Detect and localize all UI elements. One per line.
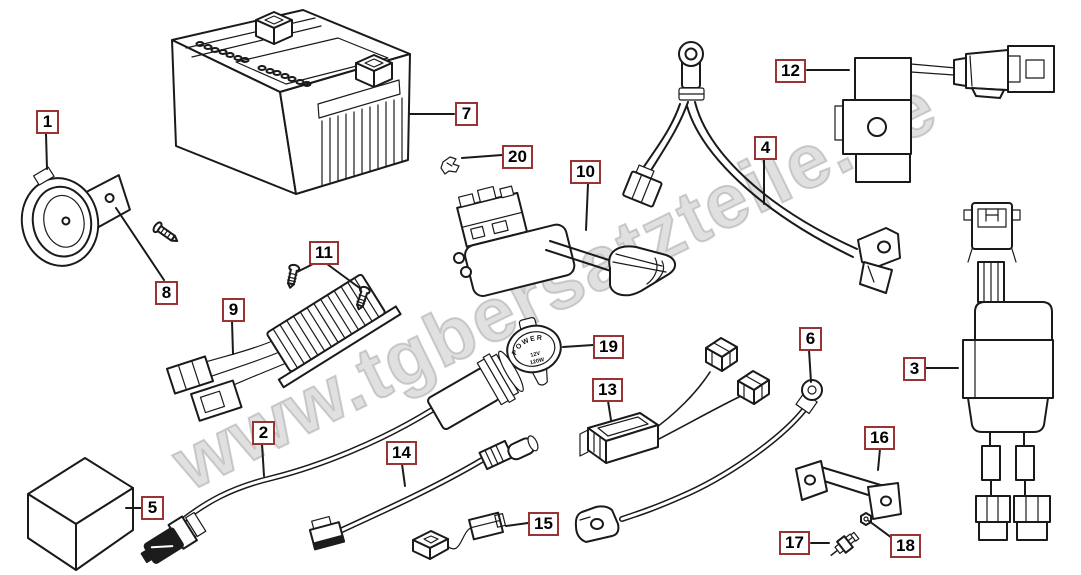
- part-label-14[interactable]: 14: [386, 441, 417, 465]
- battery-terminal: [255, 11, 293, 45]
- ecu-connector: [1013, 495, 1051, 541]
- relay-unit-drawing: [834, 45, 1055, 183]
- horn-drawing: [20, 166, 131, 267]
- ecu-drawing: [962, 202, 1054, 541]
- power-cap-drawing: POWER 12V 120W: [506, 317, 562, 386]
- harness-connector: [737, 370, 770, 405]
- ground-cable-drawing: [574, 379, 823, 543]
- battery-cable-drawing: [622, 41, 901, 294]
- bulb-cable-drawing: [308, 435, 539, 551]
- part-label-15[interactable]: 15: [528, 512, 559, 536]
- regulator-connector: [165, 355, 215, 395]
- starter-relay-drawing: [453, 185, 676, 298]
- part-label-4[interactable]: 4: [754, 136, 777, 160]
- power-cap-watts: 120W: [529, 357, 545, 366]
- part-label-2[interactable]: 2: [252, 421, 275, 445]
- regulator-screw-drawing: [286, 263, 301, 289]
- part-label-7[interactable]: 7: [455, 102, 478, 126]
- spare-box-drawing: [27, 457, 134, 571]
- part-label-19[interactable]: 19: [593, 335, 624, 359]
- part-label-6[interactable]: 6: [799, 327, 822, 351]
- bulb-cable-connector: [308, 515, 346, 551]
- leader-lines: [45, 69, 959, 544]
- spark-plug-drawing: [830, 531, 860, 556]
- power-socket-cable-drawing: [140, 350, 524, 564]
- part-label-8[interactable]: 8: [155, 281, 178, 305]
- regulator-connector: [190, 379, 243, 422]
- power-cap-volts: 12V: [530, 351, 541, 359]
- part-label-18[interactable]: 18: [890, 534, 921, 558]
- part-label-5[interactable]: 5: [141, 496, 164, 520]
- harness-drawing: [579, 337, 770, 464]
- part-label-17[interactable]: 17: [779, 531, 810, 555]
- battery-terminal: [355, 54, 393, 88]
- battery-drawing: [171, 9, 411, 195]
- fuse-clip-drawing: [440, 156, 460, 175]
- harness-connector: [705, 337, 738, 372]
- horn-screw-drawing: [152, 221, 179, 243]
- bracket-drawing: [795, 460, 902, 520]
- part-label-16[interactable]: 16: [864, 426, 895, 450]
- part-label-12[interactable]: 12: [775, 59, 806, 83]
- part-label-10[interactable]: 10: [570, 160, 601, 184]
- part-label-13[interactable]: 13: [592, 378, 623, 402]
- harness-main-connector: [579, 412, 659, 464]
- part-label-1[interactable]: 1: [36, 110, 59, 134]
- ecu-connector: [975, 495, 1011, 541]
- part-label-11[interactable]: 11: [309, 241, 339, 265]
- sensor-wire-drawing: [412, 511, 507, 560]
- part-label-9[interactable]: 9: [222, 298, 245, 322]
- bulb-tip: [507, 435, 539, 461]
- part-label-3[interactable]: 3: [903, 357, 926, 381]
- nut-drawing: [860, 512, 872, 526]
- cable-end-connector: [140, 515, 198, 564]
- part-label-20[interactable]: 20: [502, 145, 533, 169]
- cable-connector: [622, 164, 663, 208]
- regulator-screw-drawing: [356, 285, 371, 311]
- regulator-drawing: [165, 273, 402, 422]
